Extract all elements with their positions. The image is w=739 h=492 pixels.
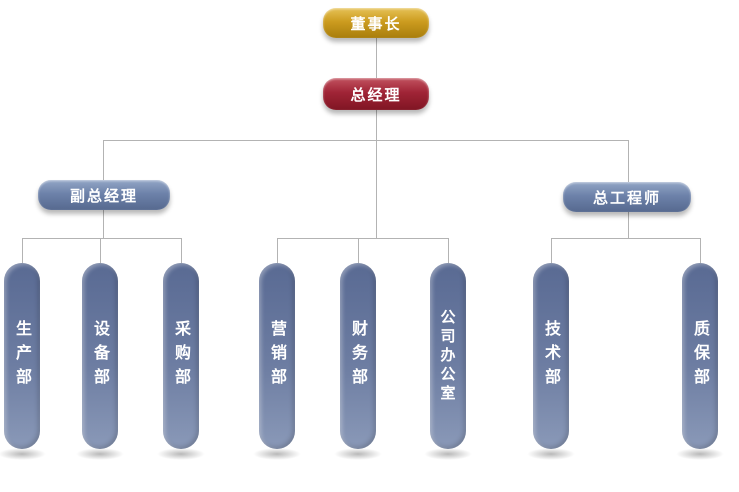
shadow-finance [334, 448, 382, 460]
node-chairman: 董事长 [323, 8, 429, 38]
connector-to-chief-engineer [628, 140, 629, 182]
connector-drop-equipment [100, 238, 101, 263]
node-chairman-label: 董事长 [350, 14, 402, 33]
node-chief-engineer: 总工程师 [563, 182, 691, 212]
dept-label-company-office: 公司办公室 [438, 308, 457, 404]
dept-label-finance: 财务部 [349, 320, 368, 392]
node-deputy-gm-label: 副总经理 [69, 186, 138, 205]
connector-drop-production [22, 238, 23, 263]
dept-label-marketing: 营销部 [268, 320, 287, 392]
connector-chairman-gm [376, 38, 377, 78]
dept-pill-finance: 财务部 [340, 263, 376, 449]
connector-drop-marketing [277, 238, 278, 263]
dept-pill-company-office: 公司办公室 [430, 263, 466, 449]
connector-drop-office [448, 238, 449, 263]
connector-deputy-down [103, 210, 104, 238]
dept-pill-procurement: 采购部 [163, 263, 199, 449]
dept-pill-quality-assurance: 质保部 [682, 263, 718, 449]
connector-chief-down [628, 212, 629, 238]
connector-deputy-horizontal [22, 238, 181, 239]
dept-label-technology: 技术部 [542, 320, 561, 392]
dept-label-production: 生产部 [13, 320, 32, 392]
shadow-marketing [253, 448, 301, 460]
dept-label-procurement: 采购部 [172, 320, 191, 392]
connector-gm-down [376, 110, 377, 140]
connector-main-horizontal [103, 140, 628, 141]
connector-drop-qa [700, 238, 701, 263]
node-chief-engineer-label: 总工程师 [592, 188, 661, 207]
connector-drop-technology [551, 238, 552, 263]
connector-to-deputy [103, 140, 104, 180]
shadow-technology [527, 448, 575, 460]
shadow-procurement [157, 448, 205, 460]
dept-pill-equipment: 设备部 [82, 263, 118, 449]
dept-pill-production: 生产部 [4, 263, 40, 449]
shadow-quality-assurance [676, 448, 724, 460]
shadow-equipment [76, 448, 124, 460]
connector-chief-horizontal [551, 238, 701, 239]
connector-drop-finance [358, 238, 359, 263]
connector-center-down [376, 140, 377, 238]
dept-pill-marketing: 营销部 [259, 263, 295, 449]
shadow-production [0, 448, 46, 460]
dept-label-equipment: 设备部 [91, 320, 110, 392]
node-general-manager-label: 总经理 [350, 85, 402, 104]
node-general-manager: 总经理 [323, 78, 429, 110]
shadow-company-office [424, 448, 472, 460]
connector-middle-horizontal [277, 238, 448, 239]
node-deputy-gm: 副总经理 [38, 180, 170, 210]
dept-pill-technology: 技术部 [533, 263, 569, 449]
connector-drop-procurement [181, 238, 182, 263]
dept-label-quality-assurance: 质保部 [691, 320, 710, 392]
